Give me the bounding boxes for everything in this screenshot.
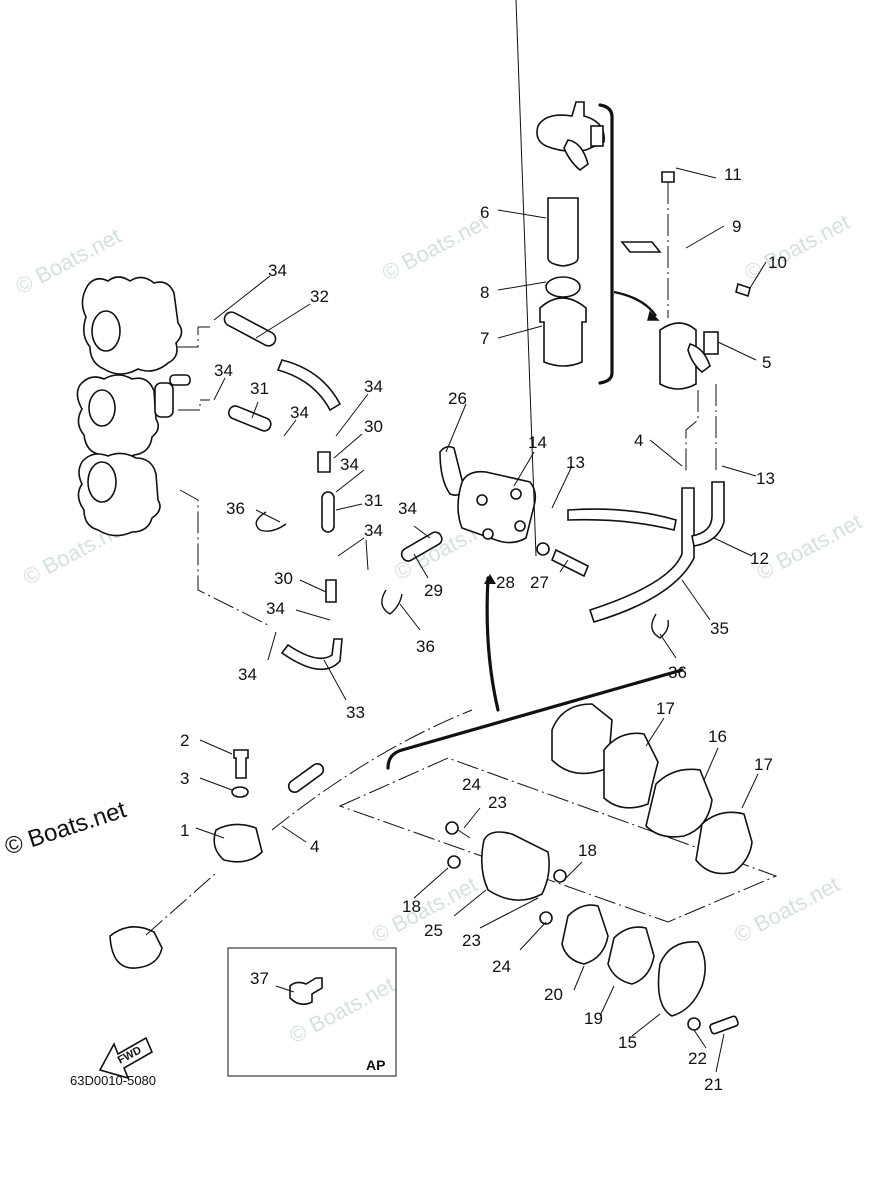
inset-label: AP xyxy=(366,1057,385,1073)
callout-label: 7 xyxy=(480,329,489,348)
callout-label: 34 xyxy=(268,261,287,280)
callout-label: 3 xyxy=(180,769,189,788)
fuel-filter-assembled xyxy=(620,171,751,390)
callout-label: 23 xyxy=(462,931,481,950)
callout-label: 26 xyxy=(448,389,467,408)
callout-label: 19 xyxy=(584,1009,603,1028)
callout-label: 18 xyxy=(578,841,597,860)
engine-block-illustration xyxy=(76,276,191,537)
callout-label: 34 xyxy=(214,361,233,380)
callout-label: 20 xyxy=(544,985,563,1004)
callout-label: 2 xyxy=(180,731,189,750)
callout-label: 21 xyxy=(704,1075,723,1094)
callout-label: 22 xyxy=(688,1049,707,1068)
callout-label: 34 xyxy=(340,455,359,474)
callout-label: 17 xyxy=(656,699,675,718)
hose-parts xyxy=(223,311,670,671)
arrow-line xyxy=(485,576,500,712)
callout-label: 27 xyxy=(530,573,549,592)
connection-line xyxy=(178,326,210,348)
inset-box: AP xyxy=(227,947,397,1077)
leader-lines xyxy=(195,0,767,1073)
connection-line xyxy=(179,489,271,627)
forward-arrow-icon: FWD xyxy=(98,1036,154,1080)
callout-label: 11 xyxy=(724,165,742,184)
callout-label: 29 xyxy=(424,581,443,600)
watermark-primary: © Boats.net xyxy=(2,796,130,861)
callout-label: 14 xyxy=(528,433,547,452)
callout-label: 24 xyxy=(492,957,511,976)
callout-label: 28 xyxy=(496,573,515,592)
watermark: © Boats.net xyxy=(378,209,492,285)
watermark: © Boats.net xyxy=(752,509,866,585)
callout-label: 36 xyxy=(416,637,435,656)
callout-label: 37 xyxy=(250,969,269,988)
callout-label: 30 xyxy=(274,569,293,588)
callout-label: 31 xyxy=(364,491,383,510)
callout-label: 32 xyxy=(310,287,329,306)
callout-label: 17 xyxy=(754,755,773,774)
callout-label: 18 xyxy=(402,897,421,916)
callout-label: 36 xyxy=(668,663,687,682)
callout-label: 35 xyxy=(710,619,729,638)
callout-label: 34 xyxy=(238,665,257,684)
connection-line xyxy=(178,399,210,411)
callout-label: 34 xyxy=(290,403,309,422)
arrow-line xyxy=(613,290,657,317)
callout-label: 23 xyxy=(488,793,507,812)
callout-label: 5 xyxy=(762,353,771,372)
callout-label: 1 xyxy=(180,821,189,840)
callout-label: 16 xyxy=(708,727,727,746)
callout-label: 34 xyxy=(364,521,383,540)
pump-components xyxy=(338,703,778,1035)
fuel-pump xyxy=(439,384,725,623)
callout-label: 12 xyxy=(750,549,769,568)
callout-label: 6 xyxy=(480,203,489,222)
callout-label: 25 xyxy=(424,921,443,940)
callout-labels: 1 2 3 4 4 5 6 7 8 9 10 11 12 13 13 14 15… xyxy=(180,165,787,1094)
callout-label: 13 xyxy=(756,469,775,488)
watermark: © Boats.net xyxy=(740,209,854,285)
callout-label: 4 xyxy=(310,837,319,856)
fuel-joint-assembly xyxy=(109,709,473,969)
callout-label: 31 xyxy=(250,379,269,398)
callout-label: 4 xyxy=(634,431,643,450)
callout-label: 34 xyxy=(398,499,417,518)
callout-label: 34 xyxy=(266,599,285,618)
watermark: © Boats.net xyxy=(730,872,844,948)
callout-label: 13 xyxy=(566,453,585,472)
part-code: 63D0010-5080 xyxy=(70,1073,156,1088)
fuel-filter-exploded xyxy=(536,101,605,367)
callout-label: 24 xyxy=(462,775,481,794)
callout-label: 33 xyxy=(346,703,365,722)
callout-label: 15 xyxy=(618,1033,637,1052)
callout-label: 30 xyxy=(364,417,383,436)
bracket-line xyxy=(386,668,684,770)
callout-label: 10 xyxy=(768,253,787,272)
callout-label: 34 xyxy=(364,377,383,396)
bracket-line xyxy=(598,103,614,385)
callout-label: 36 xyxy=(226,499,245,518)
callout-label: 8 xyxy=(480,283,489,302)
callout-label: 9 xyxy=(732,217,741,236)
